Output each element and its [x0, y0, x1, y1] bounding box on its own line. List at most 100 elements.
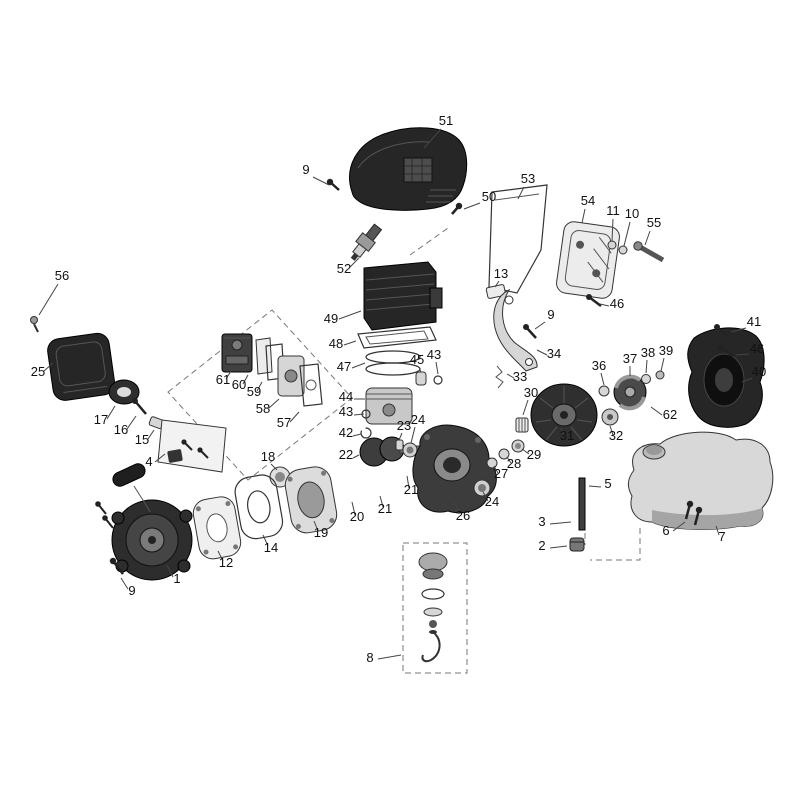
part-label-17-31: 17 [94, 412, 108, 427]
bracket-screw-a [181, 439, 193, 451]
leader-line-6-61 [672, 521, 686, 532]
starter-screw-9 [109, 557, 124, 575]
part-label-21-55: 21 [378, 501, 392, 516]
leader-line-39-27 [660, 357, 665, 372]
fuel-pickup-rod [578, 477, 586, 531]
grommet-17 [108, 379, 140, 405]
starter-screw-upper-b [102, 515, 114, 529]
clutch-washer-38 [641, 374, 651, 384]
housing-screw-46 [718, 345, 734, 358]
bearing-24-left [402, 442, 418, 458]
part-label-28-49: 28 [507, 456, 521, 471]
part-label-15-37: 15 [135, 432, 149, 447]
washer-27 [486, 457, 498, 469]
part-label-41-14: 41 [747, 314, 761, 329]
leader-line-50-2 [463, 202, 481, 210]
leader-line-21-51 [406, 475, 410, 489]
leader-line-24-45 [410, 426, 416, 444]
leader-line-34-13 [536, 349, 548, 356]
leader-line-41-14 [730, 327, 747, 333]
part-label-42-43: 42 [339, 425, 353, 440]
tank-fuel-line-guide [590, 528, 641, 561]
part-label-46-15: 46 [750, 341, 764, 356]
leader-line-47-19 [351, 362, 366, 369]
leader-line-33-23 [506, 373, 515, 379]
air-filter-cover [47, 332, 116, 401]
muffler-washer-11 [607, 240, 617, 250]
part-label-31-41: 31 [560, 428, 574, 443]
part-label-45-20: 45 [410, 352, 424, 367]
leader-line-20-54 [351, 501, 356, 516]
clutch-washer-36 [598, 385, 610, 397]
part-label-18-47: 18 [261, 449, 275, 464]
plug-boot-guide [409, 227, 449, 256]
screw-16 [132, 398, 147, 415]
leader-line-10-6 [623, 221, 631, 247]
part-label-37-25: 37 [623, 351, 637, 366]
wrist-pin [415, 371, 427, 386]
flywheel [530, 383, 598, 447]
leader-line-42-43 [352, 433, 362, 437]
part-label-2-60: 2 [538, 538, 545, 553]
crankcase-cover [284, 466, 338, 534]
leader-line-61-28 [225, 370, 232, 380]
part-label-4-42: 4 [145, 454, 152, 469]
leader-line-9-1 [312, 176, 330, 186]
recoil-starter [111, 499, 193, 581]
part-label-62-39: 62 [663, 407, 677, 422]
washer-28 [498, 448, 510, 460]
leader-line-55-7 [644, 230, 651, 246]
part-label-9-65: 9 [128, 583, 135, 598]
clutch-drum-housing [687, 327, 765, 428]
part-label-24-45: 24 [411, 412, 425, 427]
leader-line-9-65 [120, 577, 129, 590]
leader-line-31-41 [560, 427, 565, 436]
muffler-washer-10 [618, 245, 628, 255]
part-label-46-11: 46 [610, 296, 624, 311]
part-label-3-59: 3 [538, 514, 545, 529]
part-label-33-23: 33 [513, 369, 527, 384]
bracket-screw-b [197, 447, 209, 459]
leader-line-27-48 [493, 465, 499, 474]
part-label-49-17: 49 [324, 311, 338, 326]
circlip-42 [360, 427, 372, 439]
part-label-59-30: 59 [247, 384, 261, 399]
part-label-22-46: 22 [339, 447, 353, 462]
leader-line-51-0 [423, 128, 442, 149]
part-label-56-10: 56 [55, 268, 69, 283]
part-label-11-5: 11 [606, 203, 620, 218]
leader-line-2-60 [549, 545, 568, 549]
part-label-38-26: 38 [641, 345, 655, 360]
part-label-36-24: 36 [592, 358, 606, 373]
leader-line-48-18 [343, 340, 357, 346]
insulator-58 [277, 355, 305, 397]
part-label-10-6: 10 [625, 206, 639, 221]
leader-line-59-30 [256, 381, 263, 392]
starter-screw-upper-a [95, 501, 107, 515]
leader-line-5-58 [588, 485, 602, 488]
part-label-16-32: 16 [114, 422, 128, 437]
leader-line-45-20 [418, 366, 422, 373]
part-label-34-13: 34 [547, 346, 561, 361]
part-label-43-34: 43 [339, 404, 353, 419]
bearing-24-right [473, 479, 491, 497]
leader-line-30-38 [522, 399, 529, 416]
muffler-bolt-55 [633, 241, 665, 263]
part-label-48-18: 48 [329, 336, 343, 351]
leader-line-38-26 [645, 359, 648, 374]
leader-line-25-22 [43, 362, 54, 372]
leader-line-49-17 [338, 310, 362, 320]
mount-bracket [157, 419, 227, 473]
leader-line-9-12 [534, 321, 546, 330]
woodruff-key [395, 439, 404, 451]
starter-handle [112, 463, 151, 513]
part-label-19-56: 19 [314, 525, 328, 540]
muffler-screw-46 [586, 294, 602, 307]
part-label-21-51: 21 [404, 482, 418, 497]
part-label-40-16: 40 [752, 364, 766, 379]
leader-line-11-5 [611, 218, 614, 242]
part-label-50-2: 50 [482, 189, 496, 204]
cover-screw-left [326, 178, 340, 191]
